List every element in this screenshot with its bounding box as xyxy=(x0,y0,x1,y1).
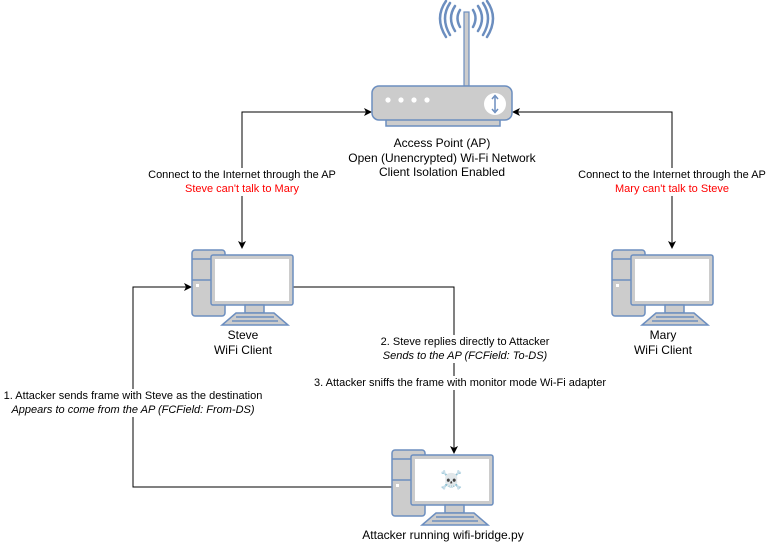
edge-steve-ap-note: Steve can't talk to Mary xyxy=(185,183,299,195)
ap-label: Access Point (AP) Open (Unencrypted) Wi-… xyxy=(342,136,542,180)
edge-attacker-to-steve-label: 1. Attacker sends frame with Steve as th… xyxy=(0,389,266,417)
edge-attacker-to-steve-text: 1. Attacker sends frame with Steve as th… xyxy=(3,390,263,402)
edge-steve-ap-text: Connect to the Internet through the AP xyxy=(148,169,336,181)
attacker-label: Attacker running wifi-bridge.py xyxy=(362,528,524,542)
steve-label-line-1: Steve xyxy=(227,328,259,342)
edge-steve-reply-note: Sends to the AP (FCField: To-DS) xyxy=(382,350,548,362)
steve-label: Steve WiFi Client xyxy=(193,328,293,357)
ap-label-line-2: Open (Unencrypted) Wi-Fi Network xyxy=(348,150,536,165)
edge-steve-reply-text: 2. Steve replies directly to Attacker xyxy=(380,336,550,348)
mary-computer-icon xyxy=(611,249,714,326)
steve-label-line-2: WiFi Client xyxy=(213,342,272,357)
ap-label-line-3: Client Isolation Enabled xyxy=(378,165,506,179)
skull-crossbones-icon: ☠️ xyxy=(440,470,463,490)
mary-label: Mary WiFi Client xyxy=(613,328,713,357)
mary-label-line-1: Mary xyxy=(649,328,677,342)
edge-mary-ap-text: Connect to the Internet through the AP xyxy=(578,169,766,181)
mary-label-line-2: WiFi Client xyxy=(633,342,692,357)
wireless-router-icon xyxy=(371,0,513,127)
edge-steve-ap-label: Connect to the Internet through the AP S… xyxy=(142,168,342,196)
edge-attacker-to-steve xyxy=(132,283,392,488)
steve-computer-icon xyxy=(191,249,294,326)
ap-label-line-1: Access Point (AP) xyxy=(393,136,491,150)
edge-attacker-sniff-label: 3. Attacker sniffs the frame with monito… xyxy=(314,376,607,390)
edge-mary-ap-label: Connect to the Internet through the AP M… xyxy=(572,168,767,196)
edge-attacker-to-steve-note: Appears to come from the AP (FCField: Fr… xyxy=(11,404,255,416)
edge-steve-reply-label: 2. Steve replies directly to Attacker Se… xyxy=(370,335,560,363)
edge-steve-reply xyxy=(293,286,458,454)
edge-mary-ap-note: Mary can't talk to Steve xyxy=(615,183,729,195)
